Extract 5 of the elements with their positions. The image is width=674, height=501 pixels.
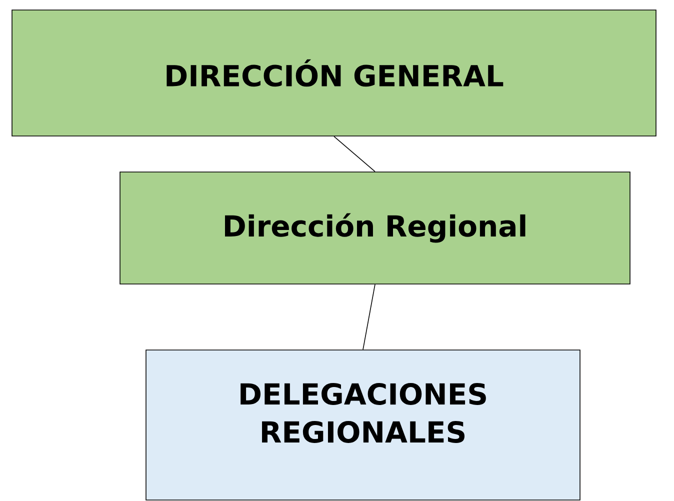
org-box: DELEGACIONES REGIONALES <box>146 350 580 500</box>
connector-line <box>334 136 376 172</box>
connector-line <box>362 284 376 350</box>
org-box: Dirección Regional <box>120 172 630 284</box>
org-box: DIRECCIÓN GENERAL <box>12 10 656 136</box>
